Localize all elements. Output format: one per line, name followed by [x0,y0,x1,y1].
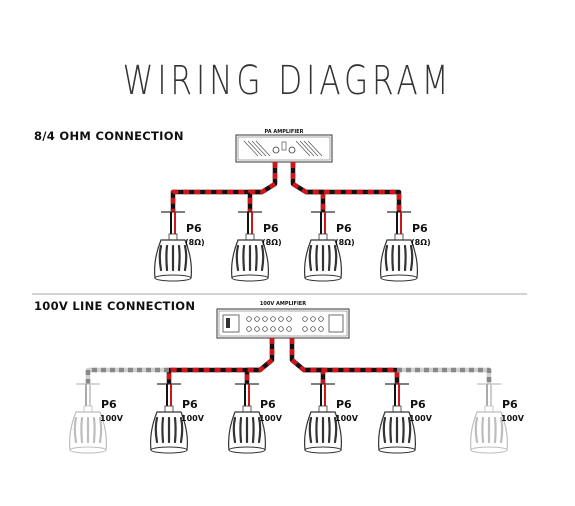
speaker-1-1 [150,383,188,454]
speaker-0-0 [154,211,192,282]
speaker-0-3 [380,211,418,282]
pa-amplifier-label: PA AMPLIFIER [265,129,304,135]
speaker-model-label: P6 [186,222,202,235]
speaker-1-4 [378,383,416,454]
speaker-rating-label: (8Ω) [411,238,431,247]
speaker-model-label: P6 [412,222,428,235]
speaker-rating-label: (8Ω) [262,238,282,247]
speaker-model-label: P6 [336,398,352,411]
speaker-model-label: P6 [410,398,426,411]
speaker-0-2 [304,211,342,282]
speaker-rating-label: (8Ω) [185,238,205,247]
100v-amplifier: 100V AMPLIFIER [216,301,350,339]
100v-amplifier-label: 100V AMPLIFIER [260,301,306,307]
speaker-model-label: P6 [336,222,352,235]
speaker-1-2 [228,383,266,454]
speaker-1-5 [470,383,508,454]
speaker-rating-label: 100V [501,414,525,423]
speaker-rating-label: 100V [181,414,205,423]
speaker-0-1 [231,211,269,282]
section-heading-ohm: 8/4 OHM CONNECTION [34,129,184,143]
speaker-model-label: P6 [263,222,279,235]
speaker-model-label: P6 [182,398,198,411]
page-title: WIRING DIAGRAM [122,58,453,104]
speaker-model-label: P6 [260,398,276,411]
section-heading-100v: 100V LINE CONNECTION [34,299,196,313]
speaker-1-3 [304,383,342,454]
speaker-rating-label: (8Ω) [335,238,355,247]
speaker-model-label: P6 [101,398,117,411]
speaker-rating-label: 100V [409,414,433,423]
speaker-1-0 [69,383,107,454]
speaker-model-label: P6 [502,398,518,411]
speaker-rating-label: 100V [259,414,283,423]
speaker-rating-label: 100V [335,414,359,423]
pa-amplifier: PA AMPLIFIER [235,129,333,163]
speaker-rating-label: 100V [100,414,124,423]
